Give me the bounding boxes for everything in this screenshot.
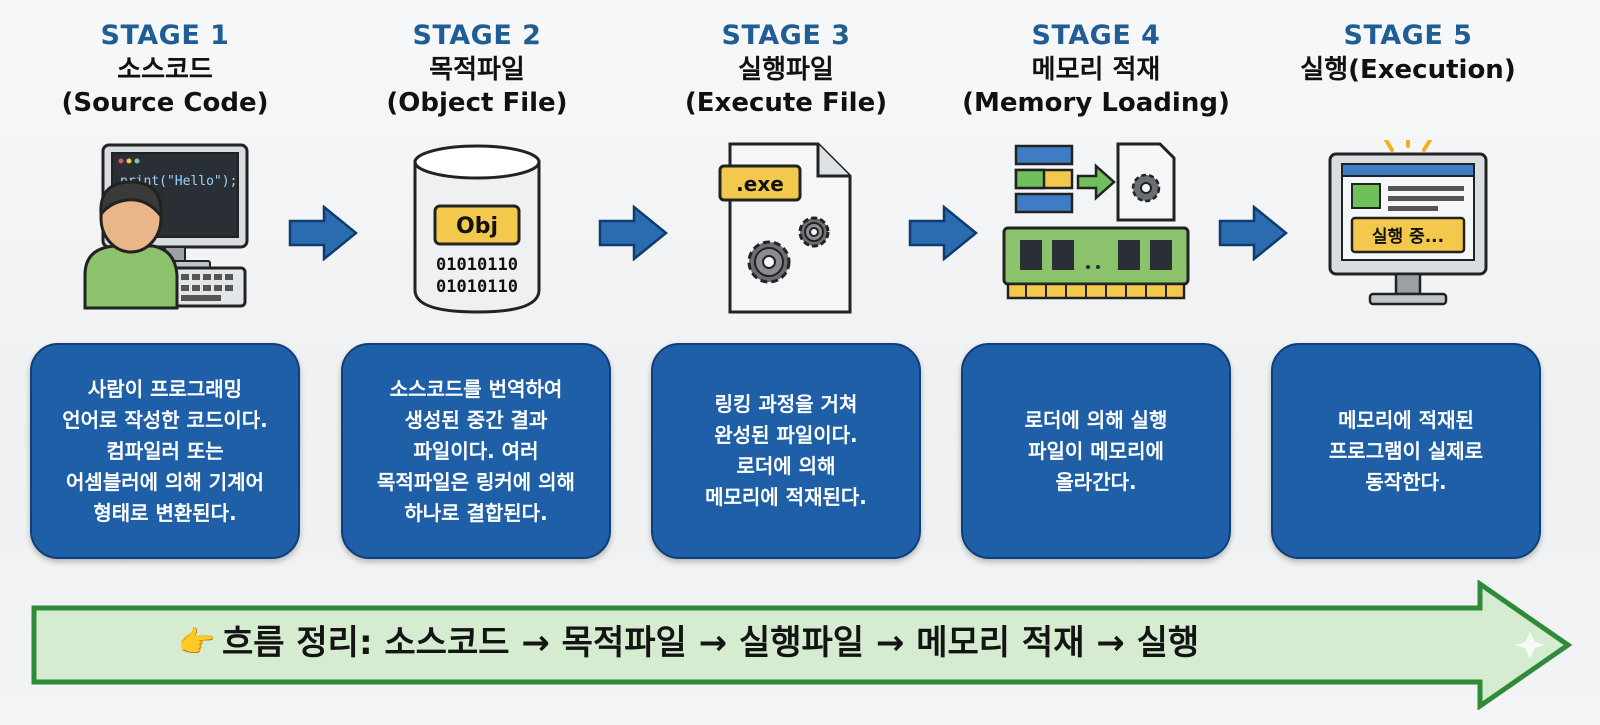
card-text: 링킹 과정을 거쳐 완성된 파일이다. 로더에 의해 메모리에 적재된다. bbox=[705, 392, 867, 509]
stage-5-description-card: 메모리에 적재된 프로그램이 실제로 동작한다. bbox=[1271, 343, 1541, 559]
stage-2-header: STAGE 2 목적파일 (Object File) bbox=[327, 18, 627, 120]
source-code-icon: print("Hello"); bbox=[15, 140, 315, 320]
gear-icon bbox=[747, 240, 791, 284]
stage-3-description-card: 링킹 과정을 거쳐 완성된 파일이다. 로더에 의해 메모리에 적재된다. bbox=[651, 343, 921, 559]
stage-1-description-card: 사람이 프로그래밍 언어로 작성한 코드이다. 컴파일러 또는 어셈블러에 의해… bbox=[30, 343, 300, 559]
flow-summary-text: 흐름 정리: 소스코드 → 목적파일 → 실행파일 → 메모리 적재 → 실행 bbox=[222, 616, 1199, 670]
stage-4-description-card: 로더에 의해 실행 파일이 메모리에 올라간다. bbox=[961, 343, 1231, 559]
exe-label: .exe bbox=[736, 172, 784, 196]
stage-3-header: STAGE 3 실행파일 (Execute File) bbox=[636, 18, 936, 120]
card-text: 사람이 프로그래밍 언어로 작성한 코드이다. 컴파일러 또는 어셈블러에 의해… bbox=[62, 376, 268, 525]
card-text: 소스코드를 번역하여 생성된 중간 결과 파일이다. 여러 목적파일은 링커에 … bbox=[377, 376, 575, 525]
stage-2-description-card: 소스코드를 번역하여 생성된 중간 결과 파일이다. 여러 목적파일은 링커에 … bbox=[341, 343, 611, 559]
stage-title: 실행파일 bbox=[738, 55, 834, 85]
stage-title: 목적파일 bbox=[429, 55, 525, 85]
binary-text: 01010110 bbox=[436, 255, 518, 275]
stage-number: STAGE 2 bbox=[412, 20, 542, 51]
stage-subtitle: (Object File) bbox=[386, 88, 568, 118]
card-text: 메모리에 적재된 프로그램이 실제로 동작한다. bbox=[1328, 407, 1484, 494]
stage-title: 소스코드 bbox=[117, 55, 213, 85]
stage-4-header: STAGE 4 메모리 적재 (Memory Loading) bbox=[946, 18, 1246, 120]
pointing-hand-icon: 👉 bbox=[178, 625, 216, 660]
gear-icon bbox=[798, 216, 830, 248]
stage-number: STAGE 4 bbox=[1031, 20, 1161, 51]
object-file-icon: Obj 01010110 01010110 bbox=[327, 140, 627, 320]
stage-title: 실행(Execution) bbox=[1300, 55, 1516, 85]
running-monitor-icon: 실행 중... bbox=[1258, 140, 1558, 320]
stage-subtitle: (Execute File) bbox=[684, 88, 888, 118]
memory-loading-icon bbox=[946, 140, 1246, 320]
arrow-right-icon bbox=[908, 204, 978, 262]
stage-subtitle: (Memory Loading) bbox=[962, 88, 1230, 118]
stage-title: 메모리 적재 bbox=[1031, 55, 1161, 85]
obj-label: Obj bbox=[456, 214, 498, 239]
arrow-right-icon bbox=[598, 204, 668, 262]
stage-1-header: STAGE 1 소스코드 (Source Code) bbox=[15, 18, 315, 120]
stage-5-header: STAGE 5 실행(Execution) bbox=[1258, 18, 1558, 87]
stage-number: STAGE 3 bbox=[721, 20, 851, 51]
sparkle-icon bbox=[1515, 632, 1545, 658]
flow-summary-label: 흐름 정리: 소스코드 → 목적파일 → 실행파일 → 메모리 적재 → 실행 bbox=[222, 623, 1200, 663]
stage-number: STAGE 5 bbox=[1343, 20, 1473, 51]
card-text: 로더에 의해 실행 파일이 메모리에 올라간다. bbox=[1024, 407, 1168, 494]
arrow-right-icon bbox=[1218, 204, 1288, 262]
executable-file-icon: .exe bbox=[636, 140, 936, 320]
binary-text: 01010110 bbox=[436, 277, 518, 297]
running-text: 실행 중... bbox=[1372, 227, 1444, 247]
arrow-right-icon bbox=[288, 204, 358, 262]
gear-icon bbox=[1131, 173, 1161, 203]
flow-summary-banner bbox=[30, 579, 1575, 711]
stage-subtitle: (Source Code) bbox=[61, 88, 269, 118]
stage-number: STAGE 1 bbox=[100, 20, 230, 51]
